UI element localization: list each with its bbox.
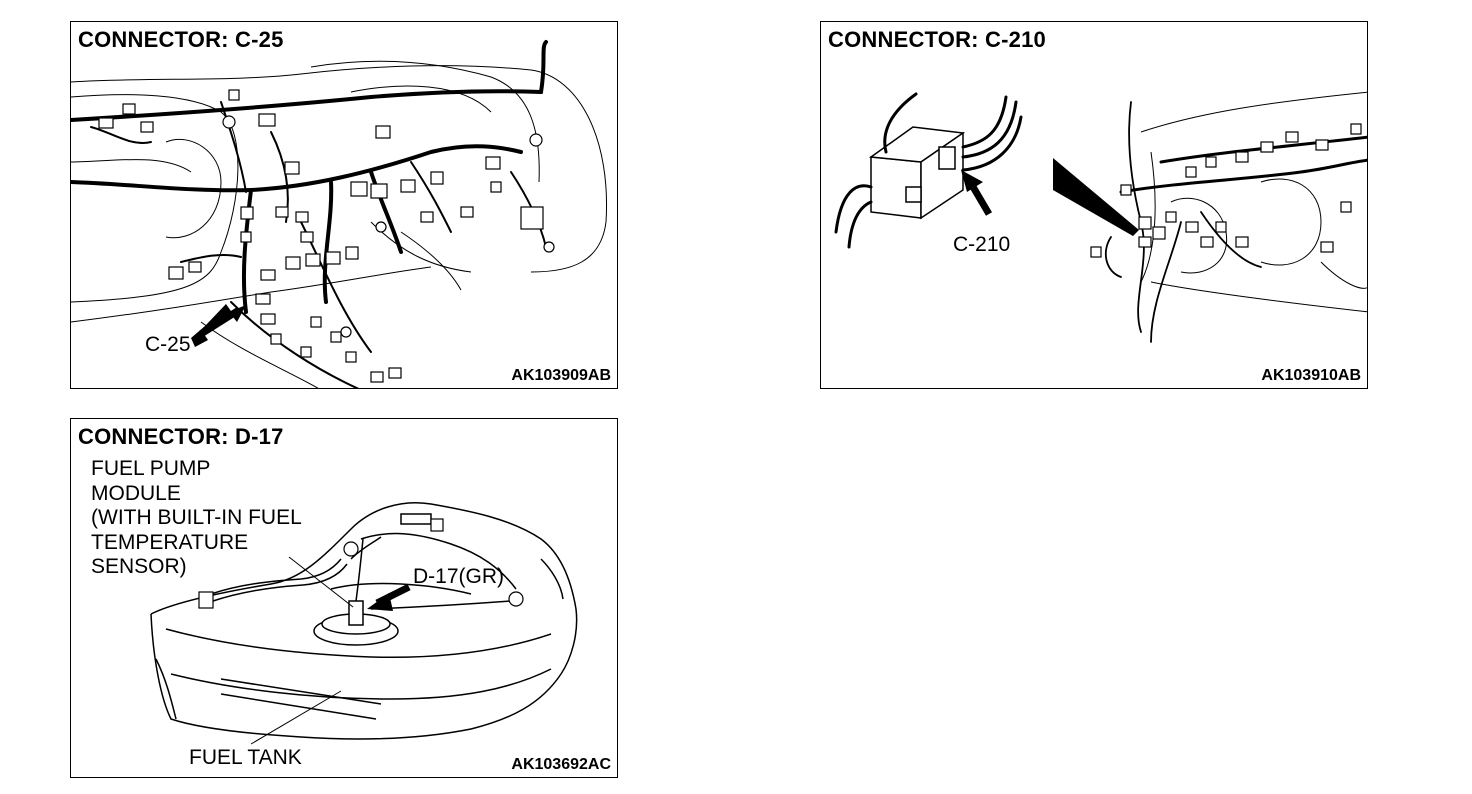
fuel-tank-illustration [150,502,578,745]
fuel-pump-module-label: FUEL PUMP MODULE (WITH BUILT-IN FUEL TEM… [91,457,302,580]
dashboard-harness-illustration [71,40,608,388]
fuel-tank-label: FUEL TANK [189,746,302,769]
figure-code: AK103910AB [1258,367,1361,385]
module-label-line: (WITH BUILT-IN FUEL [91,506,302,529]
panel-title: CONNECTOR: C-210 [828,27,1050,53]
module-label-line: SENSOR) [91,555,187,578]
module-label-line: TEMPERATURE [91,530,249,554]
panel-title: CONNECTOR: D-17 [78,424,288,450]
connector-label-c210: C-210 [953,233,1011,256]
figure-code: AK103692AC [508,756,611,774]
module-label-line: MODULE [91,481,181,505]
panel-connector-c210: CONNECTOR: C-210 C-210 AK103910AB [820,21,1368,389]
panel-title: CONNECTOR: C-25 [78,27,288,53]
connector-label-d17: D-17(GR) [413,565,505,588]
figure-code: AK103909AB [508,367,611,385]
panel-connector-c25: CONNECTOR: C-25 C-25 AK103909AB [70,21,618,389]
panel-connector-d17: CONNECTOR: D-17 FUEL PUMP MODULE (WITH B… [70,418,618,778]
module-label-line: FUEL PUMP [91,457,211,480]
connector-label-c25: C-25 [145,333,191,356]
connector-detail-illustration [834,91,1367,343]
